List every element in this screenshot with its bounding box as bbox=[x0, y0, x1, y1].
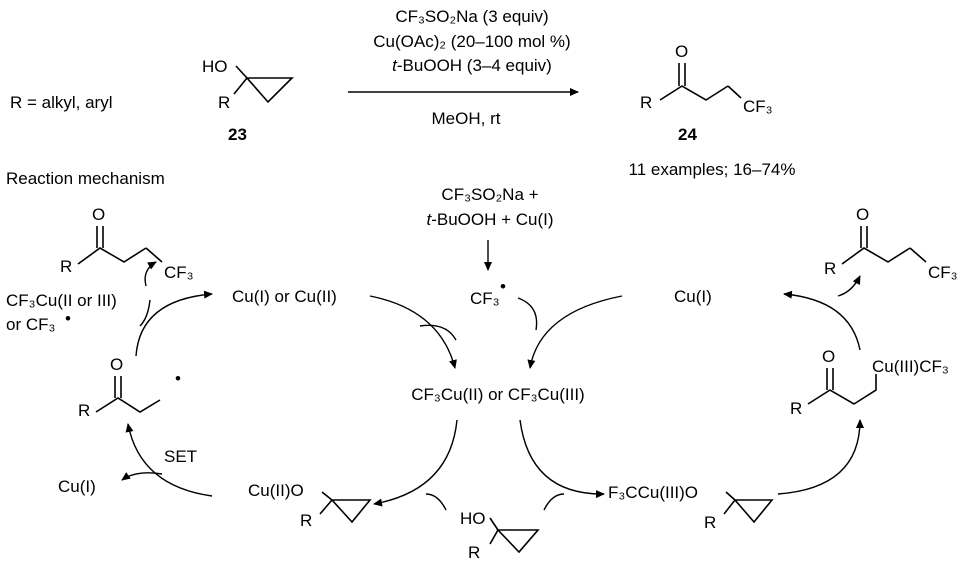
left-product-ketone-structure bbox=[77, 226, 163, 265]
right-product-r-label: R bbox=[824, 259, 836, 278]
cu2-alkoxide-cyclopropane bbox=[319, 491, 372, 524]
cf3-copper-complex: CF₃Cu(II) or CF₃Cu(III) bbox=[411, 385, 584, 404]
left-cf3-source-line2: or CF₃ bbox=[6, 315, 55, 334]
left-product-oxygen-label: O bbox=[92, 205, 105, 224]
right-catalyst-to-complex-arrow bbox=[527, 295, 623, 369]
cf3-source-into-left-arrow bbox=[139, 299, 151, 327]
complex-to-cu3-alkoxide-arrow bbox=[519, 419, 605, 499]
cu3-alkyl-intermediate-structure bbox=[807, 368, 877, 405]
initiation-reagents-line1: CF₃SO₂Na + bbox=[441, 185, 538, 204]
cu3-alkyl-r-label: R bbox=[790, 399, 802, 418]
product-ketone-structure bbox=[659, 63, 742, 101]
mechanism-title: Reaction mechanism bbox=[6, 169, 165, 188]
cu3-alkoxide-label: F₃CCu(III)O bbox=[608, 483, 698, 502]
product-cf3-label: CF₃ bbox=[743, 97, 773, 116]
radical-to-left-catalyst-arrow bbox=[135, 290, 213, 357]
released-cu1-label: Cu(I) bbox=[58, 477, 96, 496]
substrate-hydroxyl-label: HO bbox=[202, 57, 228, 76]
cyclopropanol-into-left-arrow bbox=[425, 493, 447, 511]
cu2-alkoxide-label: Cu(II)O bbox=[248, 481, 304, 500]
right-product-oxygen-label: O bbox=[856, 205, 869, 224]
right-cycle-catalyst: Cu(I) bbox=[674, 287, 712, 306]
left-cf3-source-radical-dot: • bbox=[65, 309, 71, 328]
product-oxygen-label: O bbox=[675, 42, 688, 61]
reagent-r-label: R bbox=[468, 543, 480, 562]
left-product-cf3-label: CF₃ bbox=[164, 263, 194, 282]
alkyl-radical-dot: • bbox=[175, 369, 181, 388]
condition-tbuooh: t-BuOOH (3–4 equiv) bbox=[392, 56, 552, 75]
cu3-alkoxide-r-label: R bbox=[704, 513, 716, 532]
left-catalyst-to-complex-arrow bbox=[369, 295, 457, 369]
initiation-reagents-line2: t-BuOOH + Cu(I) bbox=[426, 210, 553, 229]
complex-to-cu2-alkoxide-arrow bbox=[373, 419, 458, 507]
product-release-left-arrow bbox=[144, 261, 157, 287]
radical-ketone-r-label: R bbox=[78, 401, 90, 420]
cyclopropanol-into-right-arrow bbox=[543, 493, 565, 511]
cf3-radical-joining-right-arrow bbox=[517, 297, 538, 331]
reagent-cyclopropanol-structure bbox=[489, 517, 540, 554]
r-group-definition: R = alkyl, aryl bbox=[10, 93, 113, 112]
left-product-r-label: R bbox=[60, 257, 72, 276]
cu3-alkoxide-cyclopropane bbox=[723, 491, 774, 524]
cf3-radical-dot: • bbox=[500, 277, 506, 296]
right-product-ketone-structure bbox=[841, 226, 927, 265]
substrate-compound-number: 23 bbox=[228, 125, 247, 144]
cu2-alkoxide-r-label: R bbox=[300, 511, 312, 530]
cu3-alkyl-cf3-label: Cu(III)CF₃ bbox=[872, 357, 949, 376]
product-r-label: R bbox=[640, 93, 652, 112]
set-label: SET bbox=[164, 447, 197, 466]
reagent-hydroxyl-label: HO bbox=[460, 509, 486, 528]
cf3-radical-label: CF₃ bbox=[470, 289, 500, 308]
condition-copper-acetate: Cu(OAc)₂ (20–100 mol %) bbox=[373, 32, 570, 51]
right-product-cf3-label: CF₃ bbox=[928, 263, 958, 282]
yield-summary: 11 examples; 16–74% bbox=[629, 160, 796, 179]
cf3-radical-joining-left-arrow bbox=[419, 324, 457, 341]
substrate-cyclopropanol-structure bbox=[233, 65, 294, 104]
condition-solvent-temperature: MeOH, rt bbox=[432, 109, 501, 128]
radical-ketone-oxygen-label: O bbox=[110, 355, 123, 374]
product-release-right-arrow bbox=[837, 275, 861, 297]
substrate-r-label: R bbox=[218, 93, 230, 112]
left-cycle-catalyst: Cu(I) or Cu(II) bbox=[232, 287, 337, 306]
product-compound-number: 24 bbox=[678, 125, 697, 144]
alkyl-to-right-catalyst-arrow bbox=[783, 290, 861, 351]
alkyl-radical-ketone-structure bbox=[95, 376, 161, 413]
cu1-release-arrow bbox=[121, 472, 163, 481]
left-cf3-source-line1: CF₃Cu(II or III) bbox=[6, 291, 117, 310]
cu3-alkyl-oxygen-label: O bbox=[822, 347, 835, 366]
cu3-alkoxide-to-alkyl-arrow bbox=[777, 419, 864, 495]
condition-cf3so2na: CF₃SO₂Na (3 equiv) bbox=[395, 7, 548, 26]
